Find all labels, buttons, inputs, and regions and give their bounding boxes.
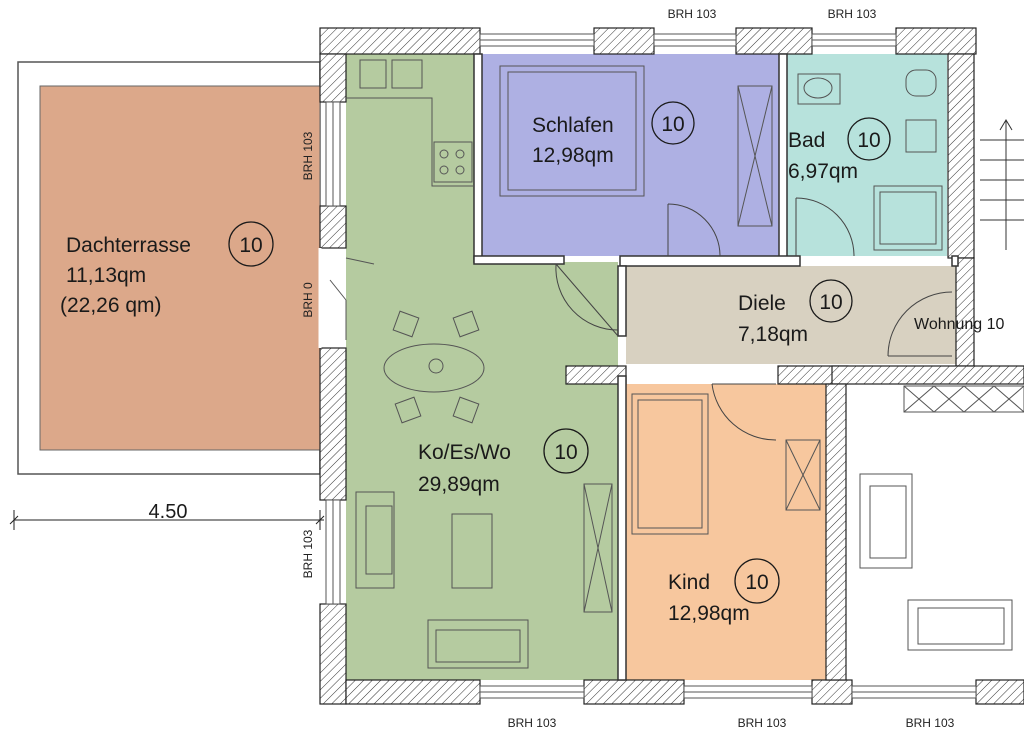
room-name: Bad [788, 129, 825, 152]
room-number: 10 [819, 291, 842, 314]
walls [319, 27, 1024, 705]
room-area: 7,18qm [738, 323, 808, 346]
room-label-kind: Kind 10 12,98qm [668, 558, 780, 625]
room-area-note: (22,26 qm) [60, 294, 162, 317]
room-number-circle [228, 221, 274, 267]
room-number: 10 [857, 129, 880, 152]
terrace-door [318, 248, 375, 348]
room-number: 10 [745, 571, 768, 594]
wohnung-label: Wohnung 10 [914, 316, 1005, 333]
room-label-bad: Bad 10 6,97qm [788, 117, 891, 183]
brh-bottom-2: BRH 103 [738, 716, 787, 730]
dimension-line [9, 510, 325, 530]
room-name: Diele [738, 292, 786, 315]
room-area: 11,13qm [66, 264, 146, 287]
living-furniture [355, 483, 613, 669]
room-bad-fill [787, 54, 947, 256]
room-number-circle [543, 428, 589, 474]
room-label-dachterrasse: Dachterrasse 10 11,13qm (22,26 qm) [60, 221, 274, 317]
room-koeswo-fill [346, 54, 618, 680]
windows [325, 33, 977, 699]
door-swings [555, 197, 953, 441]
room-number: 10 [239, 234, 262, 257]
room-number-circle [809, 279, 853, 323]
room-area: 12,98qm [532, 144, 614, 167]
brh-left-3: BRH 103 [301, 529, 315, 578]
brh-bottom-3: BRH 103 [906, 716, 955, 730]
stair-area-fill [976, 54, 1024, 256]
room-label-koeswo: Ko/Es/Wo 10 29,89qm [418, 428, 589, 496]
room-schlafen-fill [482, 54, 779, 256]
room-name: Dachterrasse [66, 234, 191, 257]
room-number-circle [651, 101, 695, 145]
room-number: 10 [661, 113, 684, 136]
room-label-diele: Diele 10 7,18qm [738, 279, 853, 346]
interior-walls [473, 53, 959, 681]
brh-left-1: BRH 103 [301, 131, 315, 180]
room-name: Schlafen [532, 114, 614, 137]
kind-furniture [631, 393, 821, 535]
brh-top-2: BRH 103 [828, 7, 877, 21]
brh-left-2: BRH 0 [301, 282, 315, 318]
dimension-label: 4.50 [149, 501, 188, 523]
dining-table [383, 310, 485, 424]
room-number: 10 [554, 441, 577, 464]
stairs [980, 119, 1024, 250]
room-name: Kind [668, 571, 710, 594]
kitchen-counter [346, 59, 474, 187]
room-area: 6,97qm [788, 160, 858, 183]
bedroom-furniture [499, 65, 773, 227]
room-area: 29,89qm [418, 473, 500, 496]
neighbour-furniture [859, 385, 1024, 651]
room-number-circle [847, 117, 891, 161]
room-label-schlafen: Schlafen 10 12,98qm [532, 101, 695, 167]
room-area: 12,98qm [668, 602, 750, 625]
neighbour-unit-fill [848, 384, 1024, 680]
room-number-circle [734, 558, 780, 604]
brh-bottom-1: BRH 103 [508, 716, 557, 730]
room-kind-fill [626, 384, 826, 680]
brh-top-1: BRH 103 [668, 7, 717, 21]
room-diele-fill [626, 266, 956, 364]
bathroom-fixtures [797, 69, 943, 251]
room-name: Ko/Es/Wo [418, 441, 511, 464]
room-dachterrasse-fill [39, 85, 321, 451]
